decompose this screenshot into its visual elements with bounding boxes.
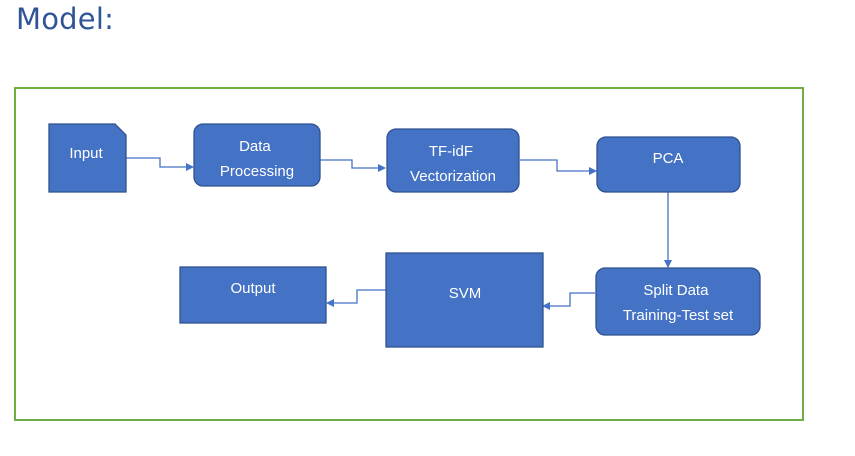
node-tfidf-label-line1: TF-idF <box>429 143 473 160</box>
connector-tfidf-to-pca <box>520 159 597 175</box>
node-pca: PCA <box>596 136 741 193</box>
node-input-shape <box>48 123 127 193</box>
node-tfidf-label-line2: Vectorization <box>410 168 496 185</box>
node-split-data: Split Data Training-Test set <box>595 267 761 336</box>
node-tfidf-vectorization: TF-idF Vectorization <box>386 128 520 193</box>
node-split-shape <box>595 267 761 336</box>
connector-svm-to-output <box>326 289 386 307</box>
svg-text:Input: Input <box>69 145 103 162</box>
node-pca-shape <box>596 136 741 193</box>
node-output-label: Output <box>230 280 276 297</box>
svg-text:Output: Output <box>230 280 276 297</box>
node-svm-label: SVM <box>449 285 482 302</box>
node-data-processing-label-line2: Processing <box>220 163 294 180</box>
svg-text:TF-idF Vectorization: TF-idF Vectorization <box>410 143 496 185</box>
svg-text:Data Processing: Data Processing <box>220 138 294 180</box>
svg-text:Split Data Training-Test: Split Data Training-Test set <box>623 282 734 324</box>
connector-processing-to-tfidf <box>320 159 386 172</box>
node-output-shape <box>179 266 327 324</box>
connector-input-to-processing <box>126 157 194 171</box>
connector-split-to-svm <box>542 292 595 310</box>
node-data-processing: Data Processing <box>193 123 321 187</box>
node-data-processing-shape <box>193 123 321 187</box>
diagram-frame <box>14 87 804 421</box>
node-svm-shape <box>385 252 544 348</box>
node-data-processing-label-line1: Data <box>239 138 271 155</box>
svg-text:SVM: SVM <box>449 285 482 302</box>
node-split-label-line2: Training-Test set <box>623 307 734 324</box>
node-output: Output <box>179 266 327 324</box>
node-pca-label: PCA <box>653 150 684 167</box>
node-input: Input <box>48 123 127 193</box>
node-tfidf-shape <box>386 128 520 193</box>
node-input-label: Input <box>69 145 103 162</box>
svg-text:PCA: PCA <box>653 150 684 167</box>
page-title: Model: <box>16 2 115 36</box>
node-split-label-line1: Split Data <box>643 282 709 299</box>
node-svm: SVM <box>385 252 544 348</box>
